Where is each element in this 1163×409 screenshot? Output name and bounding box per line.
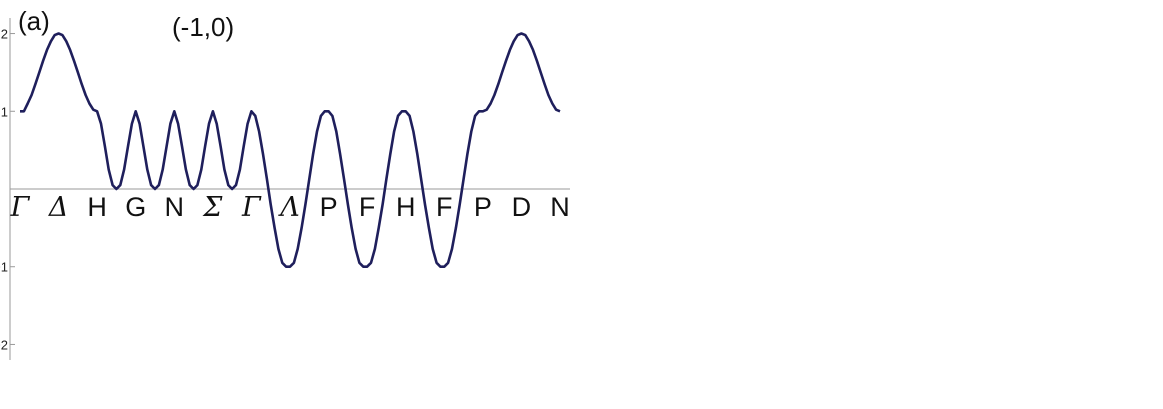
y-tick-label: −2 [0,337,8,352]
panel-title: (-1,0) [172,12,234,42]
x-tick-label: H [87,192,107,222]
y-tick-label: 2 [1,27,8,42]
panel-label: (a) [18,6,50,36]
x-tick-label: Γ [241,192,262,223]
x-tick-label: Γ [10,192,31,223]
band-line [20,32,561,268]
x-tick-label: Λ [277,192,300,223]
x-tick-label: N [165,192,185,222]
x-tick-label: G [125,192,146,222]
x-tick-label: H [396,192,416,222]
x-tick-label: Δ [48,192,69,223]
x-tick-label: P [320,192,338,222]
x-tick-label: D [512,192,532,222]
x-tick-label: F [436,192,453,222]
x-tick-label: P [474,192,492,222]
x-tick-label: Σ [202,192,223,223]
x-tick-label: F [359,192,376,222]
y-tick-label: −1 [0,260,8,275]
y-tick-label: 1 [1,104,8,119]
x-tick-label: N [550,192,570,222]
